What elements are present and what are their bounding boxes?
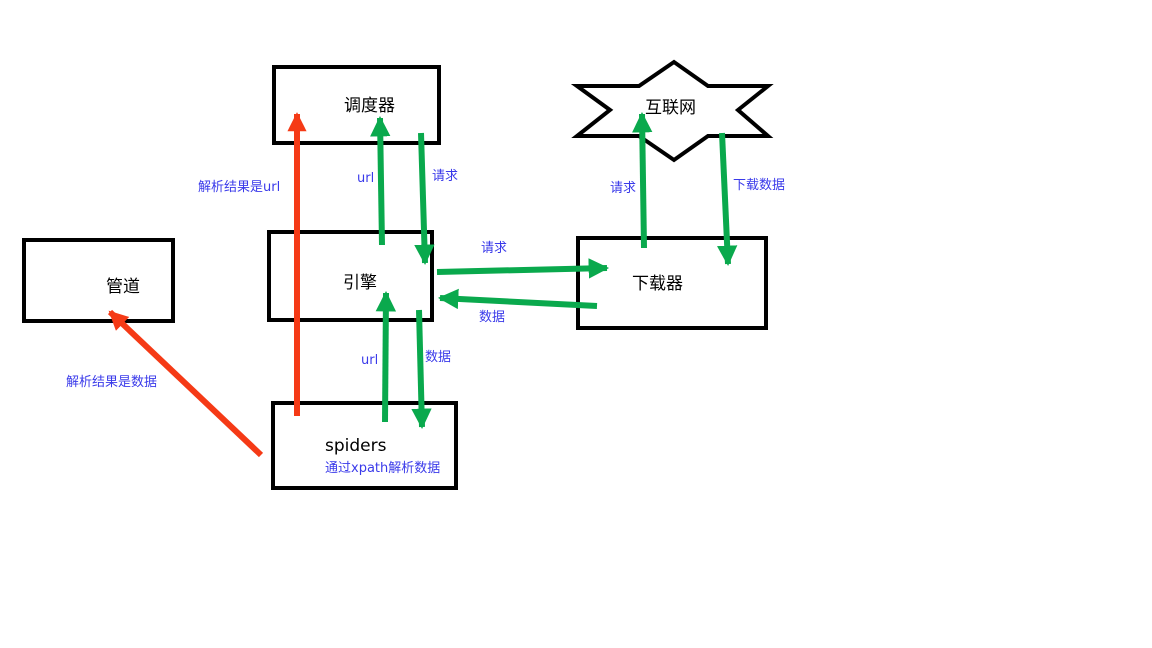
- label-downloader-to-internet-request: 请求: [610, 181, 636, 196]
- label-engine-to-downloader-request: 请求: [481, 241, 507, 256]
- label-result-url: 解析结果是url: [198, 180, 280, 195]
- label-downloader-to-engine-data: 数据: [479, 310, 505, 325]
- internet-label: 互联网: [645, 98, 696, 118]
- arrow-downloader-to-engine: [437, 288, 598, 310]
- arrow-engine-to-scheduler: [370, 115, 391, 246]
- label-engine-to-scheduler-url: url: [357, 171, 374, 186]
- engine-label: 引擎: [343, 273, 377, 293]
- pipeline-label: 管道: [106, 277, 140, 297]
- spiders-box: [271, 401, 458, 490]
- scheduler-box: [272, 65, 441, 145]
- spiders-label: spiders: [325, 436, 387, 456]
- downloader-box: [576, 236, 768, 330]
- arrow-spiders-to-engine: [375, 290, 397, 423]
- downloader-label: 下载器: [632, 274, 683, 294]
- label-scheduler-to-engine-request: 请求: [432, 169, 458, 184]
- arrow-downloader-to-internet: [632, 111, 653, 249]
- label-result-data: 解析结果是数据: [66, 375, 157, 390]
- spiders-note-label: 通过xpath解析数据: [325, 461, 440, 476]
- arrow-spiders-result-data-to-pipeline: [107, 309, 264, 458]
- pipeline-box: [22, 238, 175, 323]
- label-internet-to-downloader-data: 下载数据: [733, 178, 785, 193]
- label-spiders-to-engine-url: url: [361, 353, 378, 368]
- label-engine-to-spiders-data: 数据: [425, 350, 451, 365]
- arrow-engine-to-spiders: [411, 309, 432, 430]
- arrow-scheduler-to-engine: [414, 132, 435, 266]
- arrow-engine-to-downloader: [436, 258, 610, 279]
- engine-box: [267, 230, 434, 322]
- arrow-internet-to-downloader: [716, 132, 738, 267]
- scheduler-label: 调度器: [344, 96, 395, 116]
